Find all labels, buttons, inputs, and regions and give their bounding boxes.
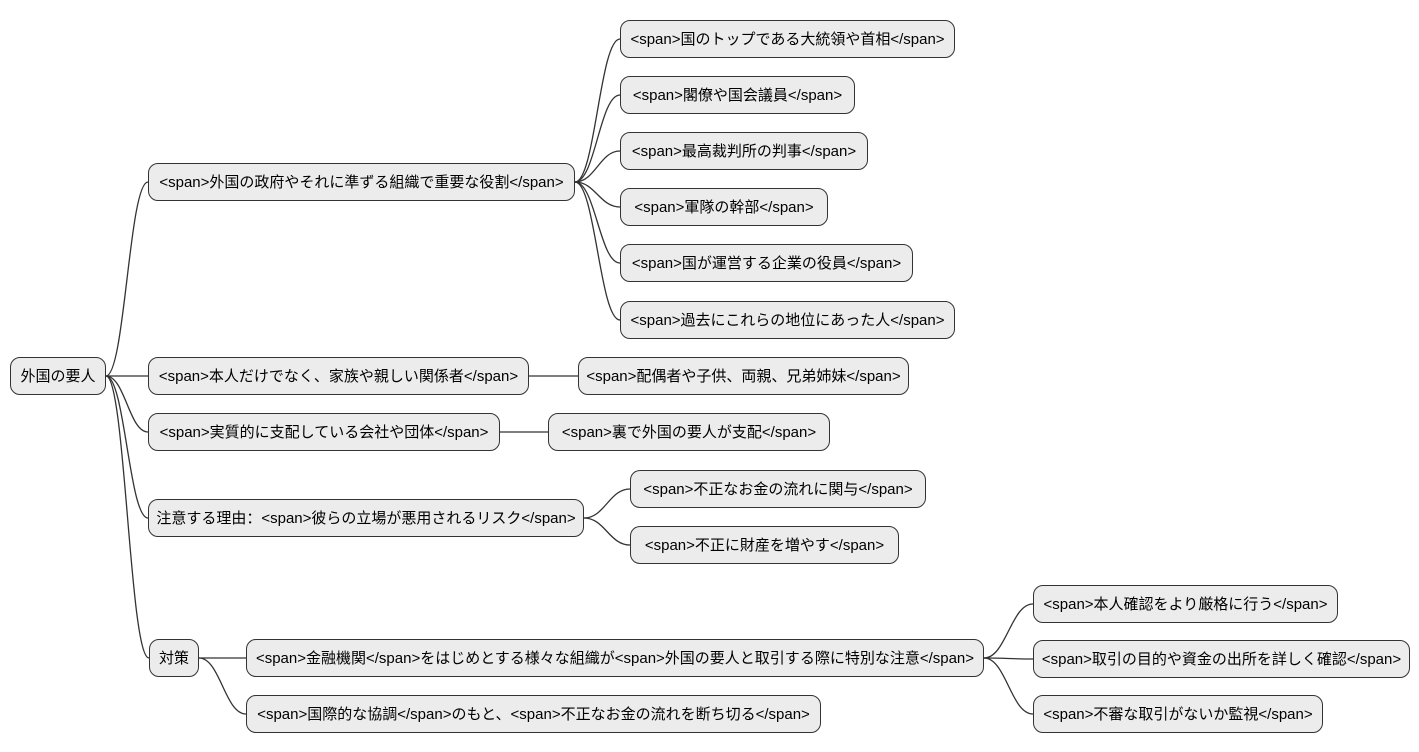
- edge-root-b3: [105, 375, 149, 433]
- edge-b5c1-b5c1b: [983, 657, 1034, 660]
- node-cabinet-diet-members: <span>閣僚や国会議員</span>: [620, 76, 855, 114]
- node-supreme-court-judge: <span>最高裁判所の判事</span>: [620, 132, 868, 170]
- node-involved-illicit-money-flow: <span>不正なお金の流れに関与</span>: [630, 470, 926, 508]
- node-root-foreign-dignitary: 外国の要人: [10, 357, 106, 395]
- node-international-cooperation: <span>国際的な協調</span>のもと、<span>不正なお金の流れを断ち…: [246, 695, 821, 733]
- edge-b1-b1c5: [574, 181, 621, 264]
- node-controlled-behind-scenes: <span>裏で外国の要人が支配</span>: [548, 413, 830, 451]
- node-stricter-identity-verification: <span>本人確認をより厳格に行う</span>: [1033, 585, 1338, 623]
- node-countermeasures: 対策: [149, 639, 199, 677]
- node-controlled-companies: <span>実質的に支配している会社や団体</span>: [148, 413, 500, 451]
- edge-root-b1: [105, 181, 149, 377]
- edge-b5c1-b5c1c: [983, 657, 1034, 715]
- node-verify-purpose-and-source: <span>取引の目的や資金の出所を詳しく確認</span>: [1033, 640, 1410, 678]
- edge-b1-b1c2: [574, 94, 621, 183]
- node-family-close-relations: <span>本人だけでなく、家族や親しい関係者</span>: [148, 357, 529, 395]
- node-spouse-children-parents-siblings: <span>配偶者や子供、両親、兄弟姉妹</span>: [578, 357, 909, 395]
- edge-b4-b4c1: [583, 488, 631, 519]
- edge-b1-b1c6: [574, 181, 621, 321]
- node-military-executives: <span>軍隊の幹部</span>: [620, 188, 828, 226]
- edge-b4-b4c2: [583, 517, 631, 546]
- node-former-position-holders: <span>過去にこれらの地位にあった人</span>: [620, 301, 955, 339]
- node-president-pm: <span>国のトップである大統領や首相</span>: [620, 20, 955, 58]
- edge-root-b5: [105, 375, 150, 659]
- edge-b1-b1c4: [574, 181, 621, 208]
- node-monitor-suspicious-transactions: <span>不審な取引がないか監視</span>: [1033, 695, 1323, 733]
- node-reason-for-caution: 注意する理由：<span>彼らの立場が悪用されるリスク</span>: [148, 499, 584, 537]
- edge-b1-b1c1: [574, 38, 621, 183]
- node-financial-institutions-special-care: <span>金融機関</span>をはじめとする様々な組織が<span>外国の要…: [246, 639, 984, 677]
- edge-b5c1-b5c1a: [983, 603, 1034, 659]
- edge-b1-b1c3: [574, 150, 621, 183]
- edge-b5-b5c2: [198, 657, 247, 715]
- node-illicit-wealth: <span>不正に財産を増やす</span>: [630, 526, 899, 564]
- edge-root-b4: [105, 375, 149, 519]
- node-state-company-officers: <span>国が運営する企業の役員</span>: [620, 244, 913, 282]
- node-important-role-foreign-gov: <span>外国の政府やそれに準ずる組織で重要な役割</span>: [148, 163, 575, 201]
